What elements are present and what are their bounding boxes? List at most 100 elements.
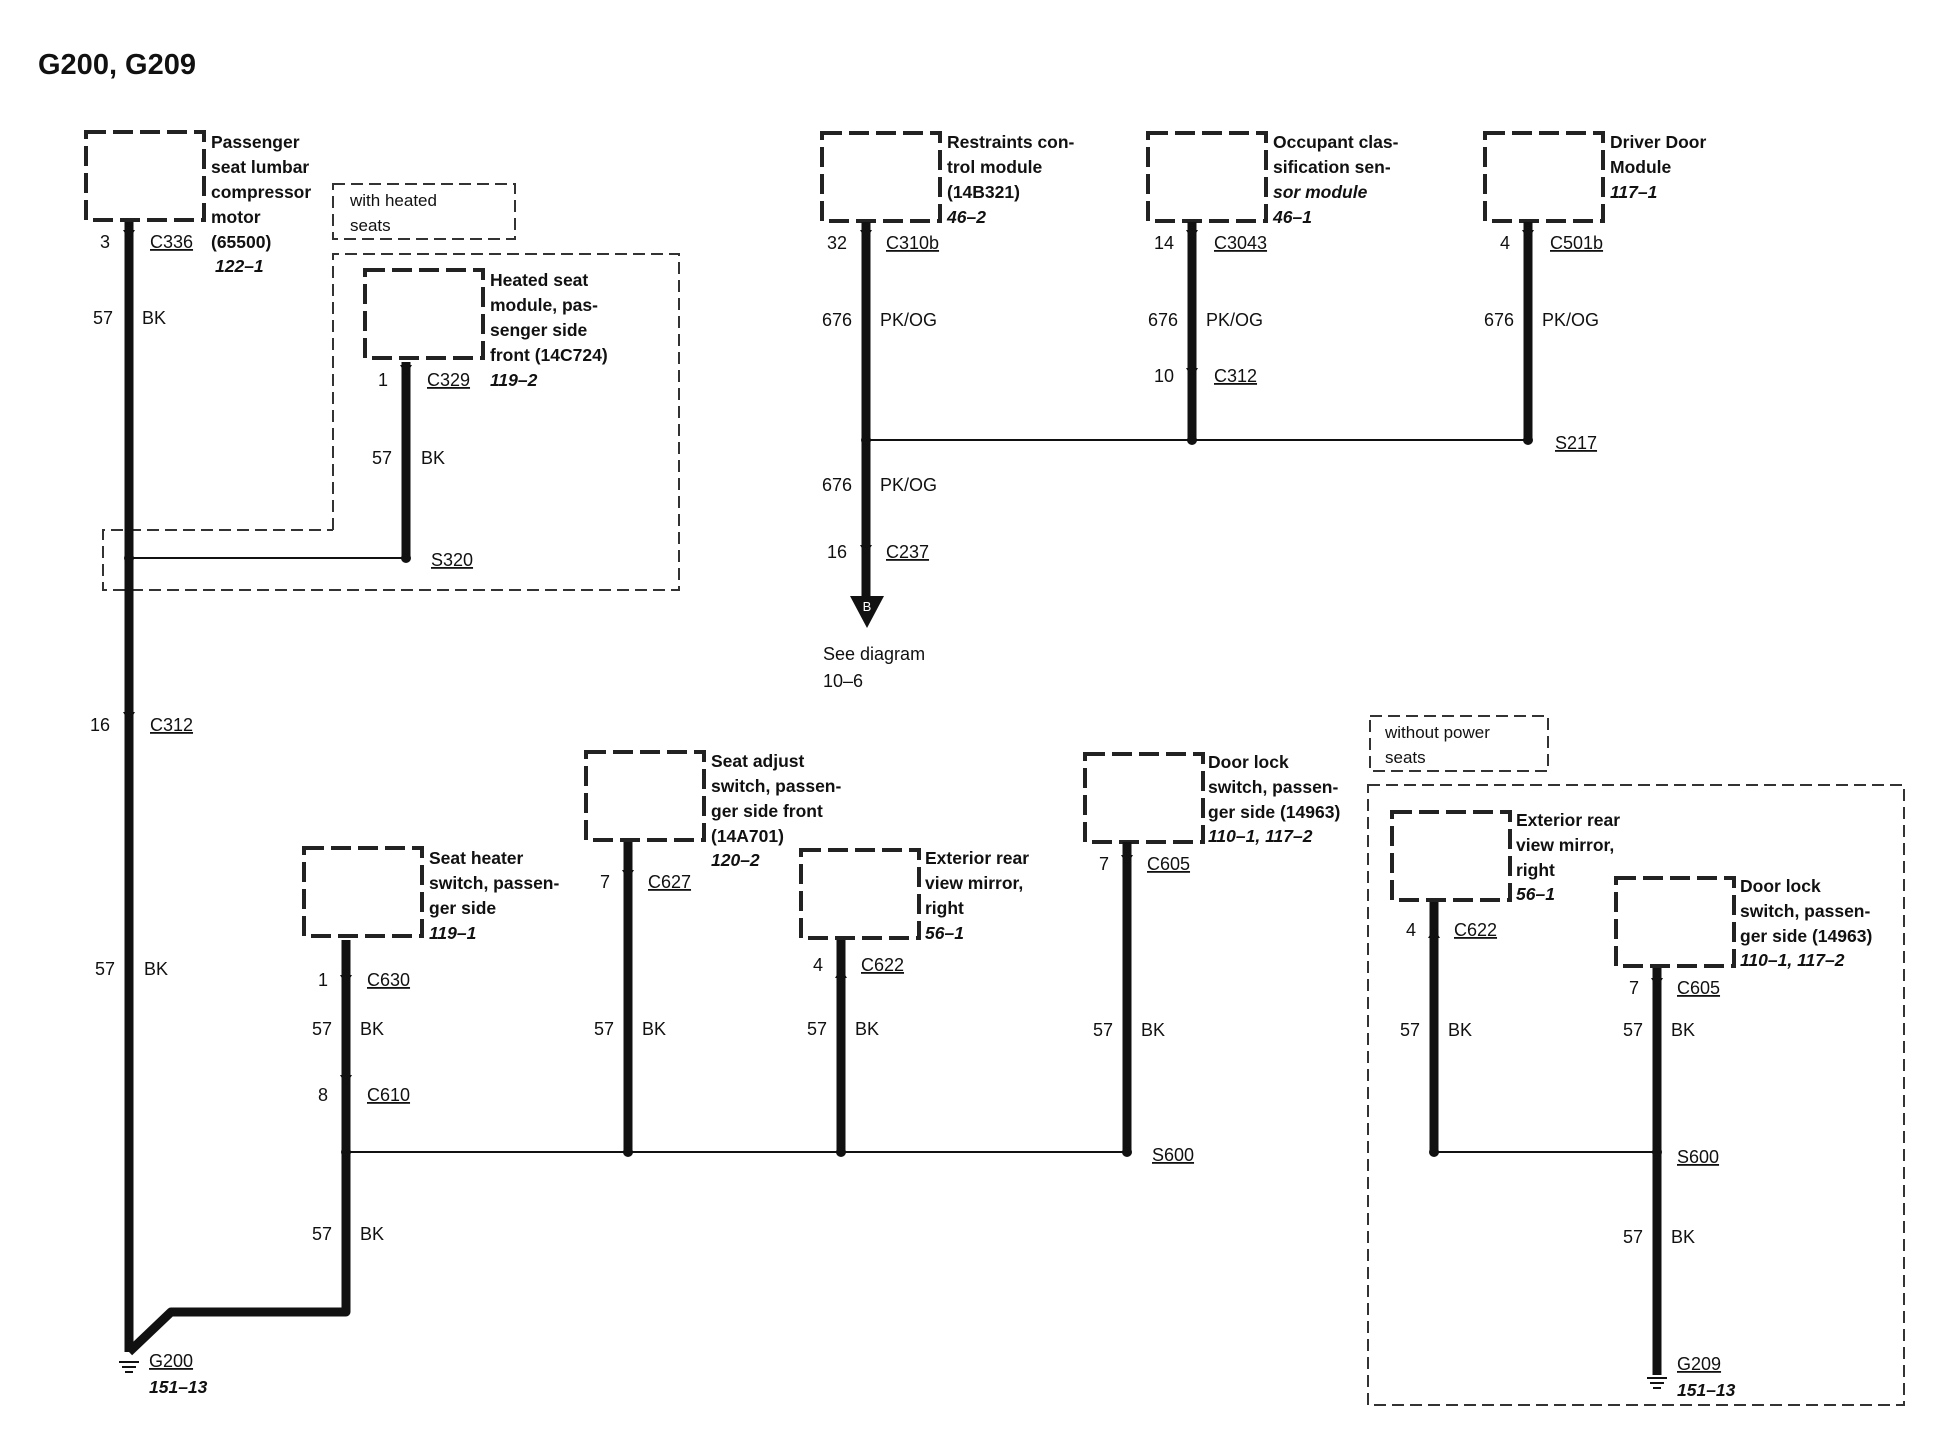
sh-pin-2: 8 (318, 1085, 328, 1105)
g209-color: BK (1671, 1227, 1695, 1247)
ground-icon (119, 1361, 139, 1373)
lumbar-ref: 122–1 (215, 256, 264, 276)
mir-circuit: 57 (807, 1019, 827, 1039)
left-circuit: 57 (95, 959, 115, 979)
mirror-box (799, 848, 921, 940)
ddm-color: PK/OG (1542, 310, 1599, 330)
dl-name-3: ger side (14963) (1208, 802, 1340, 822)
sa-ref: 120–2 (711, 850, 760, 870)
sa-name-2: switch, passen- (711, 776, 841, 796)
g209-circuit: 57 (1623, 1227, 1643, 1247)
tick-c336 (123, 230, 135, 240)
lumbar-motor-box (84, 130, 206, 222)
mir-connector: C622 (861, 955, 904, 975)
seat-adjust-switch-label: Seat adjust switch, passen- ger side fro… (711, 751, 841, 870)
seat-heater-switch-label: Seat heater switch, passen- ger side 119… (429, 848, 559, 943)
rcm-color: PK/OG (880, 310, 937, 330)
tick-c501b (1522, 230, 1534, 240)
hsm-color: BK (421, 448, 445, 468)
ocs-pin-2: 10 (1154, 366, 1174, 386)
occupant-sensor-box (1146, 131, 1268, 223)
g209-ref: 151–13 (1677, 1380, 1736, 1400)
splice-dot-s217-left (861, 435, 871, 445)
mirror-label: Exterior rear view mirror, right 56–1 (925, 848, 1029, 943)
s600b-splice: S600 (1677, 1147, 1719, 1167)
without-power-line-1: without power (1384, 723, 1490, 742)
sh-color-2: BK (360, 1224, 384, 1244)
s217-splice: S217 (1555, 433, 1597, 453)
sa-connector: C627 (648, 872, 691, 892)
mirror-2-label: Exterior rear view mirror, right 56–1 (1516, 810, 1620, 904)
sa-name-3: ger side front (711, 801, 823, 821)
mir-color: BK (855, 1019, 879, 1039)
without-power-seats-box (1369, 715, 1549, 772)
driver-door-label: Driver Door Module 117–1 (1610, 132, 1706, 202)
lumbar-name-3: compressor (211, 182, 311, 202)
ocs-color: PK/OG (1206, 310, 1263, 330)
lumbar-pin: 3 (100, 232, 110, 252)
rcm-name-1: Restraints con- (947, 132, 1075, 152)
rcm-pin: 32 (827, 233, 847, 253)
ddm-name-1: Driver Door (1610, 132, 1706, 152)
sh-circuit-2: 57 (312, 1224, 332, 1244)
sa-circuit: 57 (594, 1019, 614, 1039)
tick-c310b (860, 230, 872, 240)
rcm-name-2: trol module (947, 157, 1043, 177)
lumbar-color: BK (142, 308, 166, 328)
sh-connector-2: C610 (367, 1085, 410, 1105)
driver-door-module-box (1483, 131, 1605, 223)
lumbar-name-1: Passenger (211, 132, 300, 152)
dl2-name-1: Door lock (1740, 876, 1821, 896)
restraints-module-box (820, 131, 942, 223)
tick-c605b (1651, 978, 1663, 988)
hsm-connector: C329 (427, 370, 470, 390)
mir2-pin: 4 (1406, 920, 1416, 940)
tick-c622b (1428, 928, 1440, 938)
ddm-connector: C501b (1550, 233, 1603, 253)
dl2-ref: 110–1, 117–2 (1740, 950, 1845, 970)
restraints-label: Restraints con- trol module (14B321) 46–… (946, 132, 1075, 227)
sh-connector: C630 (367, 970, 410, 990)
tick-c605 (1121, 855, 1133, 865)
ddm-name-2: Module (1610, 157, 1672, 177)
mir2-name-3: right (1516, 860, 1555, 880)
splice-dot-s600-a (341, 1147, 351, 1157)
ocs-connector: C3043 (1214, 233, 1267, 253)
sh-name-1: Seat heater (429, 848, 524, 868)
splice-dot-s600-b (623, 1147, 633, 1157)
heated-ref: 119–2 (490, 370, 538, 390)
door-lock-switch-2-label: Door lock switch, passen- ger side (1496… (1740, 876, 1872, 970)
hsm-circuit: 57 (372, 448, 392, 468)
splice-dot-s600 (1122, 1147, 1132, 1157)
sa-name-1: Seat adjust (711, 751, 805, 771)
mir2-ref: 56–1 (1516, 884, 1555, 904)
g200-ground: G200 (149, 1351, 193, 1371)
ocs-name-2: sification sen- (1273, 157, 1391, 177)
tick-c630 (340, 975, 352, 985)
heated-seat-option-boundary (102, 253, 680, 591)
rcm-circuit-2: 676 (822, 475, 852, 495)
dl2-color: BK (1671, 1020, 1695, 1040)
splice-dot-s600b-a (1429, 1147, 1439, 1157)
rcm-name-3: (14B321) (947, 182, 1020, 202)
mir-name-1: Exterior rear (925, 848, 1029, 868)
mir2-name-2: view mirror, (1516, 835, 1614, 855)
page-title: G200, G209 (38, 49, 196, 81)
sa-name-4: (14A701) (711, 826, 784, 846)
mir2-name-1: Exterior rear (1516, 810, 1620, 830)
sh-circuit: 57 (312, 1019, 332, 1039)
dl2-pin: 7 (1629, 978, 1639, 998)
seat-heater-switch-box (302, 846, 424, 938)
mir2-color: BK (1448, 1020, 1472, 1040)
no-power-seats-option-boundary (1367, 784, 1905, 1406)
ddm-circuit: 676 (1484, 310, 1514, 330)
ocs-circuit: 676 (1148, 310, 1178, 330)
sa-pin: 7 (600, 872, 610, 892)
rcm-connector: C310b (886, 233, 939, 253)
lumbar-name-5: (65500) (211, 232, 271, 252)
c237-connector: C237 (886, 542, 929, 562)
heated-name-4: front (14C724) (490, 345, 608, 365)
tick-c237 (860, 545, 872, 555)
connector-ticks (123, 230, 1663, 1085)
